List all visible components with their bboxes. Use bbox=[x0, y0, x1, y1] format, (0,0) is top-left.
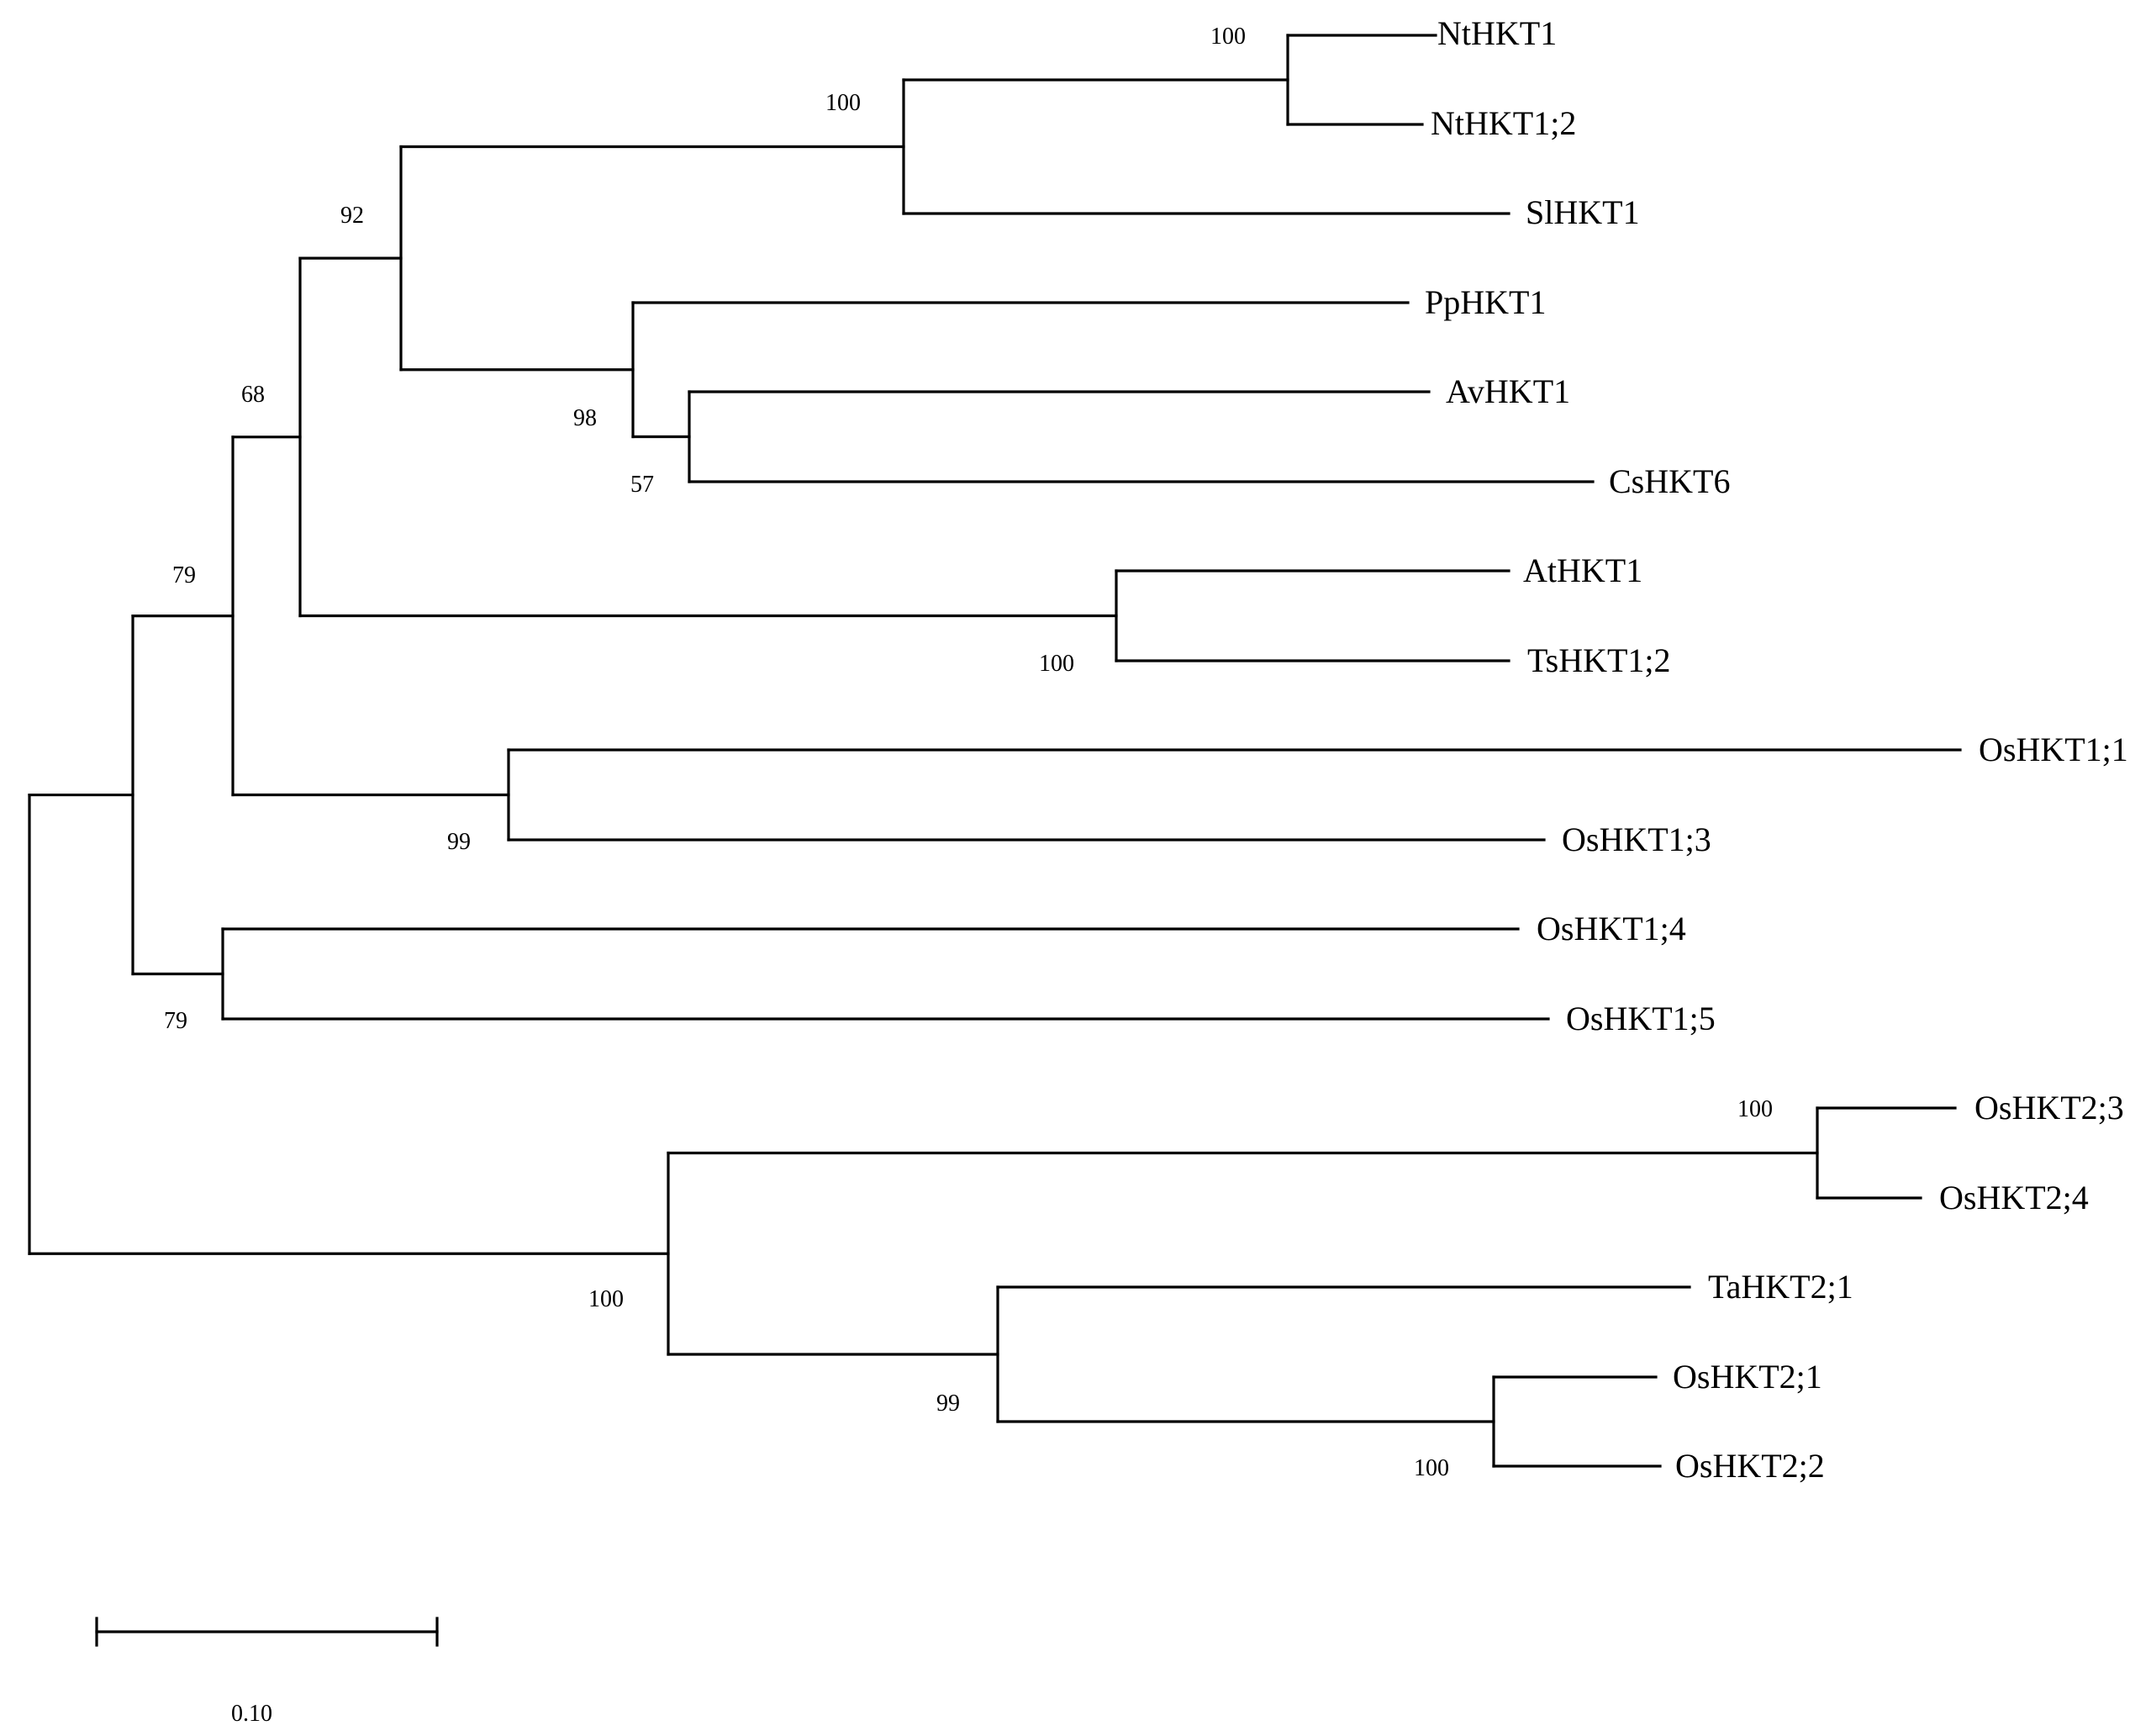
support-value: 98 bbox=[573, 405, 597, 431]
leaf-label-avhkt1: AvHKT1 bbox=[1446, 372, 1570, 410]
support-value: 92 bbox=[340, 203, 364, 229]
leaf-label-oshkt2-4: OsHKT2;4 bbox=[1939, 1179, 2089, 1216]
tree-branches bbox=[28, 34, 1962, 1468]
leaf-label-oshkt1-5: OsHKT1;5 bbox=[1566, 1000, 1716, 1037]
support-value: 99 bbox=[447, 829, 471, 855]
leaf-label-oshkt1-4: OsHKT1;4 bbox=[1537, 910, 1686, 947]
support-value: 57 bbox=[630, 472, 654, 498]
leaf-label-oshkt1-3: OsHKT1;3 bbox=[1562, 821, 1711, 858]
leaf-label-cshkt6: CsHKT6 bbox=[1609, 462, 1730, 500]
support-value: 100 bbox=[1414, 1455, 1449, 1481]
leaf-label-slhkt1: SlHKT1 bbox=[1526, 193, 1640, 231]
support-value: 100 bbox=[588, 1286, 624, 1312]
support-value: 68 bbox=[241, 382, 265, 408]
support-value: 79 bbox=[172, 562, 196, 588]
support-value: 79 bbox=[164, 1008, 187, 1034]
leaf-label-oshkt2-1: OsHKT2;1 bbox=[1673, 1358, 1822, 1396]
support-value: 99 bbox=[936, 1390, 960, 1417]
leaf-label-oshkt1-1: OsHKT1;1 bbox=[1979, 731, 2128, 768]
leaf-label-oshkt2-3: OsHKT2;3 bbox=[1974, 1089, 2124, 1127]
leaf-label-athkt1: AtHKT1 bbox=[1523, 551, 1642, 589]
leaf-labels: NtHKT1 NtHKT1;2 SlHKT1 PpHKT1 AvHKT1 CsH… bbox=[1425, 14, 2128, 1485]
scale-bar: 0.10 bbox=[95, 1617, 439, 1727]
support-value: 100 bbox=[1210, 24, 1246, 50]
leaf-label-pphkt1: PpHKT1 bbox=[1425, 283, 1546, 321]
support-values: 100 100 92 98 57 68 100 79 99 79 100 100… bbox=[164, 24, 1773, 1481]
support-value: 100 bbox=[825, 90, 861, 116]
support-value: 100 bbox=[1737, 1096, 1773, 1122]
support-value: 100 bbox=[1039, 651, 1074, 677]
leaf-label-nthkt1-2: NtHKT1;2 bbox=[1431, 104, 1576, 142]
leaf-label-oshkt2-2: OsHKT2;2 bbox=[1675, 1447, 1825, 1485]
scale-bar-label: 0.10 bbox=[231, 1701, 272, 1727]
leaf-label-tshkt1-2: TsHKT1;2 bbox=[1527, 641, 1671, 679]
leaf-label-tahkt2-1: TaHKT2;1 bbox=[1708, 1268, 1853, 1306]
leaf-label-nthkt1: NtHKT1 bbox=[1437, 14, 1557, 52]
